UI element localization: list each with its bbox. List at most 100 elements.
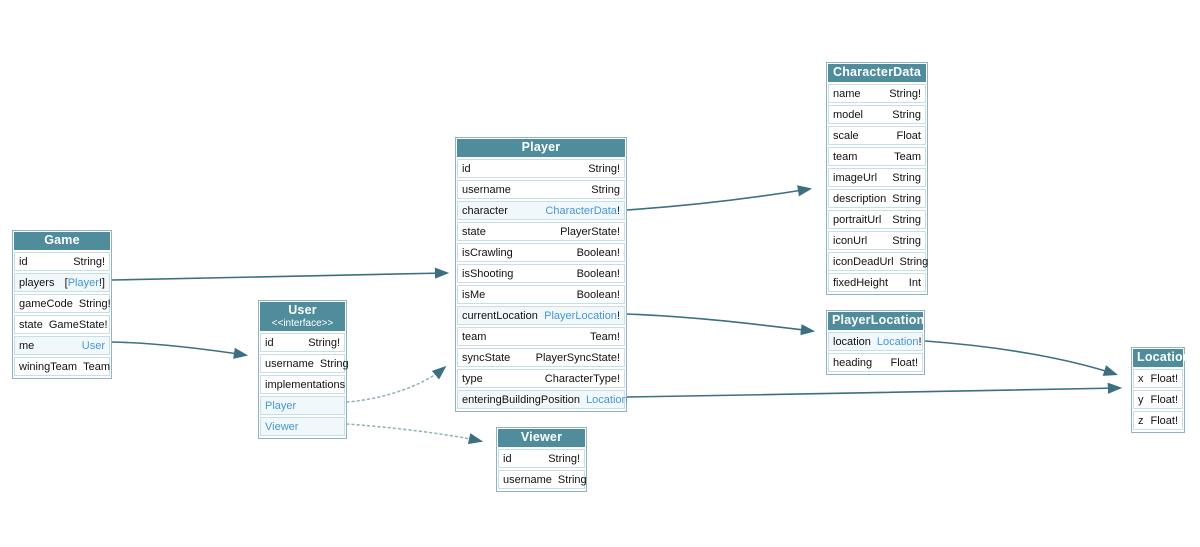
field-type: String! — [588, 162, 620, 175]
edge-player-enteringbuildingposition-to-location — [626, 382, 1123, 398]
field-type: String — [892, 213, 921, 226]
field-name: id — [265, 336, 274, 349]
field-row-user-implementations[interactable]: implementations — [260, 375, 345, 394]
type-link[interactable]: CharacterData — [545, 204, 617, 217]
edge-game-me-to-user — [111, 341, 249, 359]
field-name: username — [462, 183, 511, 196]
field-row-user-Player[interactable]: Player — [260, 396, 345, 415]
field-name: type — [462, 372, 483, 385]
field-type: Location — [586, 394, 628, 406]
type-node-header[interactable]: Viewer — [498, 429, 585, 447]
implementation-type-link[interactable]: Viewer — [265, 420, 299, 433]
edge-player-character-to-characterdata — [626, 185, 813, 211]
field-name: username — [265, 357, 314, 370]
field-type: String! — [78, 297, 111, 310]
field-type: Int — [908, 276, 921, 289]
type-node-title: CharacterData — [832, 65, 922, 79]
type-node-header[interactable]: PlayerLocation — [828, 312, 925, 330]
type-node-header[interactable]: Player — [457, 139, 625, 157]
field-type: String — [892, 171, 921, 184]
field-type: GameState! — [48, 318, 108, 331]
field-type: Boolean! — [576, 288, 620, 301]
type-node-title: PlayerLocation — [832, 313, 925, 327]
edge-player-currentlocation-to-playerlocation — [626, 313, 816, 336]
type-node-header[interactable]: User <<interface>> — [260, 302, 345, 331]
type-node-title: User — [288, 303, 317, 317]
field-type: PlayerSyncState! — [535, 351, 620, 364]
field-type: String! — [889, 87, 921, 100]
field-name: name — [833, 87, 861, 100]
field-name: z — [1138, 414, 1144, 427]
type-node-subtitle: <<interface>> — [271, 318, 334, 329]
field-row-game-players[interactable]: players[Player!] — [14, 273, 110, 292]
field-type: PlayerLocation! — [544, 310, 620, 322]
type-link[interactable]: Player — [67, 276, 99, 289]
type-link[interactable]: PlayerLocation — [544, 309, 617, 322]
field-row-characterData-name[interactable]: name String! — [828, 84, 926, 103]
field-name: y — [1138, 393, 1144, 406]
field-row-user-username[interactable]: username String — [260, 354, 349, 373]
type-node-header[interactable]: CharacterData — [828, 64, 926, 82]
field-name: username — [503, 473, 552, 486]
type-link[interactable]: Location — [876, 335, 919, 348]
field-name: players — [19, 276, 55, 289]
implementation-type-link[interactable]: Player — [265, 399, 297, 412]
field-type: String — [591, 183, 620, 196]
type-link[interactable]: Location — [586, 393, 628, 406]
type-link[interactable]: User — [81, 339, 105, 352]
type-node-header[interactable]: Location — [1133, 349, 1190, 367]
field-row-player-username[interactable]: username String — [457, 180, 625, 199]
field-row-user-Viewer[interactable]: Viewer — [260, 417, 345, 436]
field-name: model — [833, 108, 863, 121]
field-name: heading — [833, 356, 873, 369]
field-type: String — [319, 357, 349, 370]
type-node-header[interactable]: Game — [14, 232, 110, 250]
edge-game-players-to-player — [111, 267, 450, 281]
field-name: id — [19, 255, 28, 268]
